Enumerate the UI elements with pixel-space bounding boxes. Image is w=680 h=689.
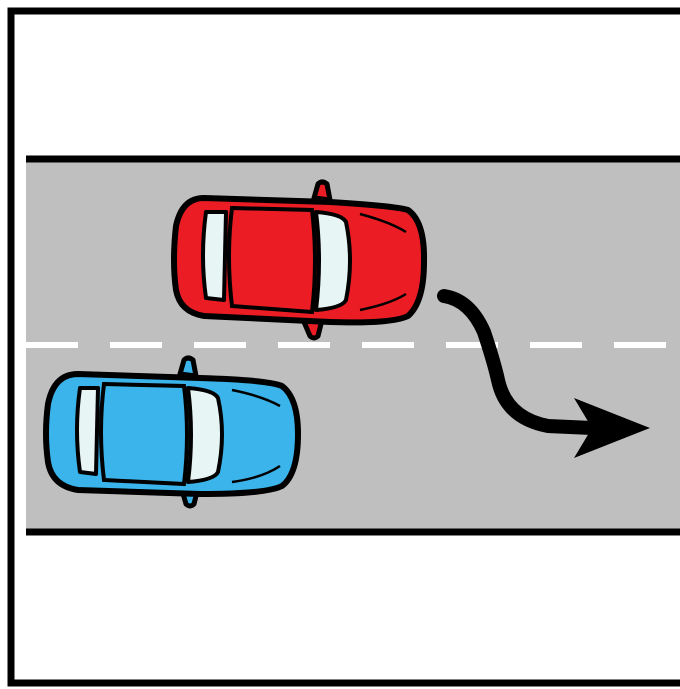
blue-car-icon — [46, 358, 298, 506]
red-car-icon — [174, 182, 424, 338]
